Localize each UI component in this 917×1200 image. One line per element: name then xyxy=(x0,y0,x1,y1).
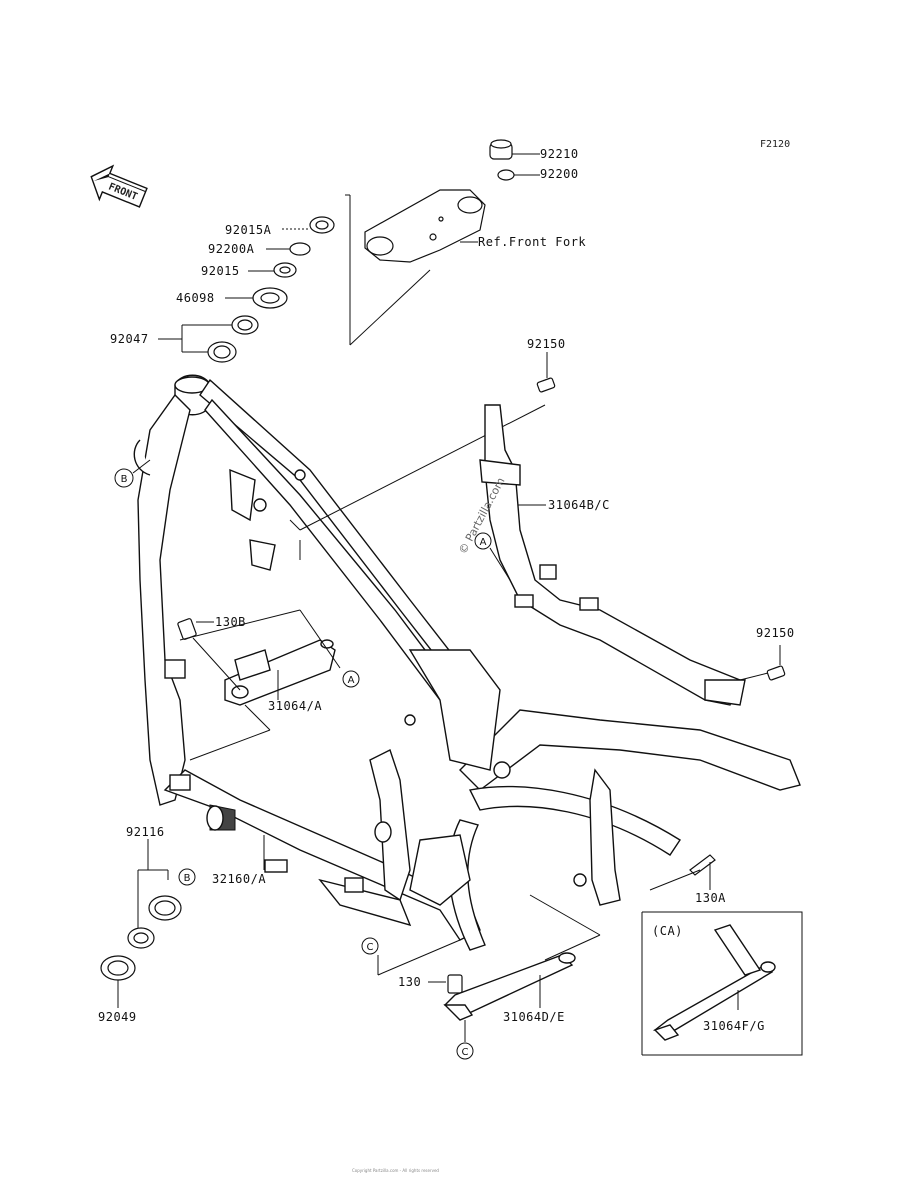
label-ca: (CA) xyxy=(652,924,683,938)
svg-text:C: C xyxy=(462,1047,469,1058)
label-92047: 92047 xyxy=(110,332,149,346)
label-92210: 92210 xyxy=(540,147,579,161)
label-92015: 92015 xyxy=(201,264,240,278)
front-arrow-icon: FRONT xyxy=(90,164,148,208)
label-92116: 92116 xyxy=(126,825,165,839)
svg-text:A: A xyxy=(348,675,355,686)
main-frame xyxy=(133,374,801,951)
ref-marker-a-bracket: A xyxy=(474,532,492,550)
diagram-code: F2120 xyxy=(760,139,790,150)
label-92150-top: 92150 xyxy=(527,337,566,351)
label-92049: 92049 xyxy=(98,1010,137,1024)
stem-bearing-stack xyxy=(207,216,335,363)
svg-text:B: B xyxy=(121,474,128,485)
label-31064BC: 31064B/C xyxy=(548,498,610,512)
label-130A: 130A xyxy=(695,891,726,905)
tube-31064DE xyxy=(443,952,576,1021)
washer-92116-a xyxy=(148,895,182,921)
label-ref-front-fork: Ref.Front Fork xyxy=(478,235,586,249)
label-32160A: 32160/A xyxy=(212,872,266,886)
seal-92049 xyxy=(100,955,136,981)
steering-stem-group xyxy=(345,139,540,346)
svg-text:C: C xyxy=(367,942,374,953)
label-31064FG: 31064F/G xyxy=(703,1019,765,1033)
ca-variant-box: (CA) 31064F/G xyxy=(641,911,803,1056)
footer-copyright: Copyright Partzilla.com - All rights res… xyxy=(352,1168,439,1173)
washer-92116-b xyxy=(127,927,155,949)
ref-marker-b-washer: B xyxy=(178,868,196,886)
ref-marker-b-frame: B xyxy=(114,468,134,488)
bracket-31064BC xyxy=(479,404,746,706)
label-92015A: 92015A xyxy=(225,223,272,237)
ref-marker-c-tube: C xyxy=(456,1042,474,1060)
label-46098: 46098 xyxy=(176,291,215,305)
label-31064DE: 31064D/E xyxy=(503,1010,565,1024)
bracket-31064A xyxy=(224,639,336,706)
bolt-130A xyxy=(689,854,716,876)
label-31064A: 31064/A xyxy=(268,699,322,713)
label-130: 130 xyxy=(398,975,421,989)
label-92150-right: 92150 xyxy=(756,626,795,640)
label-92200A: 92200A xyxy=(208,242,255,256)
bolt-92150-right xyxy=(766,665,786,681)
bolt-130 xyxy=(447,974,463,994)
svg-text:A: A xyxy=(480,537,487,548)
svg-text:B: B xyxy=(184,873,191,884)
ref-marker-c-frame: C xyxy=(361,937,379,955)
ref-marker-a-bracket-left: A xyxy=(342,670,360,688)
label-92200: 92200 xyxy=(540,167,579,181)
bolt-92150-top xyxy=(536,377,556,393)
washer-92200 xyxy=(497,169,515,181)
